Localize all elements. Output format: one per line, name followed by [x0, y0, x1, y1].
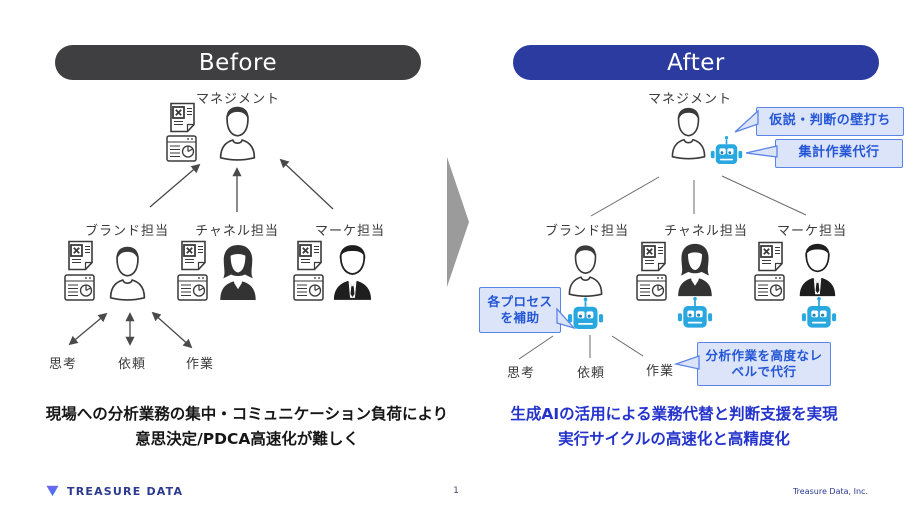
- before-task-thinking-label: 思考: [48, 357, 77, 372]
- report-chart-icon: [754, 274, 785, 301]
- treasure-data-logo-text: TREASURE DATA: [67, 484, 184, 498]
- report-chart-icon: [64, 274, 95, 301]
- bubble-process-assist: 各プロセス を補助: [479, 287, 561, 333]
- after-caption: 生成AIの活用による業務代替と判断支援を実現 実行サイクルの高速化と高精度化: [476, 402, 872, 452]
- after-task-thinking-label: 思考: [506, 366, 535, 381]
- after-management-label: マネジメント: [647, 92, 732, 107]
- before-task-request-label: 依頼: [117, 357, 146, 372]
- ai-robot-icon: [567, 296, 604, 336]
- before-caption-line2: 意思決定/PDCA高速化が難しく: [135, 430, 359, 448]
- bubble-hypothesis: 仮説・判断の壁打ち: [756, 107, 904, 136]
- channel-person-icon: [216, 243, 260, 302]
- channel-person-icon: [674, 242, 716, 298]
- brand-person-icon: [564, 242, 607, 298]
- bubble-analysis-line2: ベルで代行: [731, 364, 797, 379]
- bubble-process-line1: 各プロセス: [487, 293, 553, 309]
- after-task-work-label: 作業: [645, 364, 674, 379]
- after-caption-line2: 実行サイクルの高速化と高精度化: [558, 430, 790, 448]
- before-header: Before: [55, 45, 421, 80]
- management-person-icon: [667, 104, 710, 161]
- before-caption-line1: 現場への分析業務の集中・コミュニケーション負荷により: [45, 405, 449, 423]
- before-role-channel-label: チャネル担当: [195, 224, 279, 239]
- after-caption-line1: 生成AIの活用による業務代替と判断支援を実現: [510, 405, 838, 423]
- excel-file-icon: [67, 240, 94, 271]
- treasure-data-logo: TREASURE DATA: [44, 484, 183, 498]
- management-person-icon: [215, 103, 260, 162]
- treasure-data-diamond-icon: [46, 485, 59, 497]
- report-chart-icon: [177, 274, 208, 301]
- excel-file-icon: [180, 240, 207, 271]
- excel-file-icon: [296, 240, 323, 271]
- report-chart-icon: [166, 135, 197, 162]
- before-task-work-label: 作業: [185, 357, 214, 372]
- excel-file-icon: [757, 241, 784, 272]
- bubble-hypothesis-text: 仮説・判断の壁打ち: [769, 113, 891, 129]
- marketing-person-icon: [330, 243, 375, 302]
- bubble-analysis-delegate: 分析作業を高度なレ ベルで代行: [697, 342, 831, 386]
- excel-file-icon: [640, 241, 667, 272]
- before-role-marketing-label: マーケ担当: [314, 224, 385, 239]
- brand-person-icon: [105, 243, 150, 302]
- after-role-brand-label: ブランド担当: [544, 224, 629, 239]
- excel-file-icon: [169, 102, 196, 133]
- before-role-brand-label: ブランド担当: [84, 224, 169, 239]
- transition-arrow-icon: [447, 157, 469, 287]
- bubble-aggregation-text: 集計作業代行: [798, 145, 880, 161]
- ai-robot-icon: [801, 296, 837, 334]
- ai-robot-icon: [710, 133, 743, 172]
- after-header: After: [513, 45, 879, 80]
- before-caption: 現場への分析業務の集中・コミュニケーション負荷により 意思決定/PDCA高速化が…: [36, 402, 458, 452]
- bubble-analysis-line1: 分析作業を高度なレ: [705, 347, 823, 363]
- after-task-request-label: 依頼: [576, 366, 605, 381]
- after-role-marketing-label: マーケ担当: [776, 224, 847, 239]
- company-name: Treasure Data, Inc.: [792, 487, 868, 496]
- before-management-label: マネジメント: [195, 92, 280, 107]
- page-number: 1: [453, 486, 459, 496]
- report-chart-icon: [293, 274, 324, 301]
- marketing-person-icon: [796, 242, 839, 298]
- bubble-process-line2: を補助: [500, 310, 540, 325]
- after-role-channel-label: チャネル担当: [664, 224, 748, 239]
- bubble-aggregation: 集計作業代行: [775, 139, 903, 168]
- ai-robot-icon: [677, 296, 713, 334]
- report-chart-icon: [636, 274, 667, 301]
